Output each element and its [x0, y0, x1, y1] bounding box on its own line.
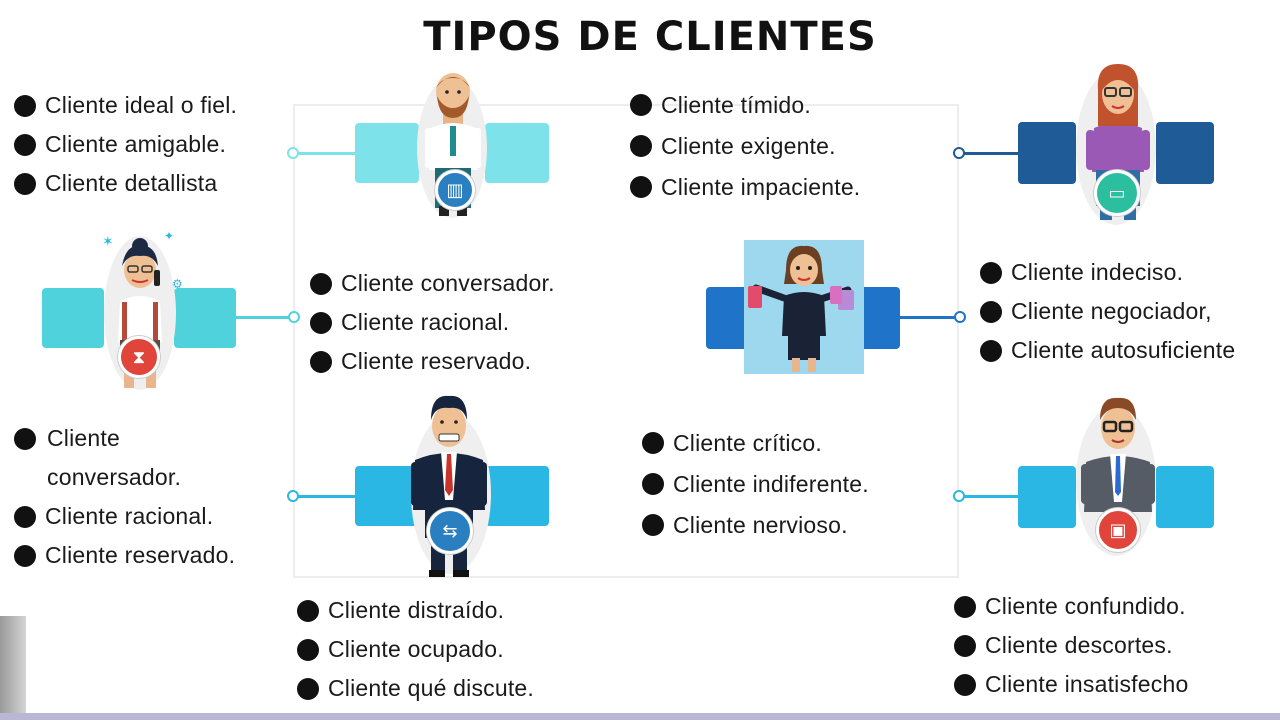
chart-icon: ▥ — [435, 170, 475, 210]
card-phone-customer: ✶ ✦ ⚙ ⧗ — [38, 218, 302, 398]
list-item: Cliente conversador. — [310, 264, 555, 303]
list-item: Cliente amigable. — [14, 125, 237, 164]
list-item: Cliente descortes. — [954, 626, 1188, 665]
list-item: Cliente reservado. — [14, 536, 284, 575]
list-item: Cliente impaciente. — [630, 167, 860, 208]
monitor-icon: ▭ — [1094, 170, 1140, 216]
card-bearded-customer: ▥ — [285, 70, 555, 220]
connector-dot — [287, 490, 299, 502]
card-glasses-man-customer: ▣ — [950, 392, 1220, 557]
list-center-left: Cliente conversador. Cliente racional. C… — [310, 264, 555, 381]
card-block-right — [485, 123, 549, 183]
svg-text:✶: ✶ — [102, 233, 114, 249]
shopper-photo — [744, 240, 864, 374]
list-item: Cliente nervioso. — [642, 505, 869, 546]
list-item: Cliente negociador, — [980, 292, 1235, 331]
card-suit-customer: ⇆ — [285, 390, 555, 580]
card-shopper-customer — [704, 240, 974, 376]
card-block-left — [1018, 122, 1076, 184]
connector-line — [900, 316, 958, 319]
page-title: TIPOS DE CLIENTES — [423, 14, 877, 60]
list-item: Cliente crítico. — [642, 423, 869, 464]
connector-line — [962, 152, 1022, 155]
list-item-label: Cliente conversador. — [47, 425, 182, 490]
woman-shopping-avatar — [748, 245, 854, 372]
list-item: Cliente racional. — [310, 303, 555, 342]
connector-dot — [954, 311, 966, 323]
svg-text:⚙: ⚙ — [172, 277, 183, 291]
list-item: Cliente indeciso. — [980, 253, 1235, 292]
connector-line — [962, 495, 1022, 498]
card-block-right — [1156, 122, 1214, 184]
connector-line — [295, 152, 357, 155]
card-block-left — [355, 466, 419, 526]
list-item: Cliente conversador. — [14, 419, 224, 497]
connector-line — [234, 316, 292, 319]
list-item: Cliente indiferente. — [642, 464, 869, 505]
screen-edge-bottom — [0, 713, 1280, 720]
list-top-center-right: Cliente tímido. Cliente exigente. Client… — [630, 85, 860, 208]
list-item: Cliente distraído. — [297, 591, 534, 630]
list-item: Cliente racional. — [14, 497, 284, 536]
list-item: Cliente autosuficiente — [980, 331, 1235, 370]
list-top-left: Cliente ideal o fiel. Cliente amigable. … — [14, 86, 237, 203]
diagram-frame — [293, 104, 959, 578]
list-bottom-left: Cliente conversador. Cliente racional. C… — [14, 419, 284, 575]
connector-dot — [953, 147, 965, 159]
list-item: Cliente insatisfecho — [954, 665, 1188, 704]
connector-dot — [288, 311, 300, 323]
list-item: Cliente detallista — [14, 164, 237, 203]
list-bottom-right: Cliente confundido. Cliente descortes. C… — [954, 587, 1188, 704]
connector-dot — [953, 490, 965, 502]
list-item: Cliente confundido. — [954, 587, 1188, 626]
list-item: Cliente ocupado. — [297, 630, 534, 669]
bullet-dot — [14, 428, 36, 450]
card-block-left — [1018, 466, 1076, 528]
list-bottom-center-left: Cliente distraído. Cliente ocupado. Clie… — [297, 591, 534, 708]
card-block-left — [42, 288, 104, 348]
card-block-right — [1156, 466, 1214, 528]
list-item-first-line: Cliente conversador. — [14, 419, 224, 497]
man-glasses-avatar — [1081, 397, 1155, 512]
list-item: Cliente tímido. — [630, 85, 860, 126]
signpost-icon: ⇆ — [427, 508, 473, 554]
svg-text:✦: ✦ — [164, 229, 174, 243]
list-item: Cliente qué discute. — [297, 669, 534, 708]
card-block-right — [485, 466, 549, 526]
hourglass-icon: ⧗ — [118, 336, 160, 378]
card-glasses-woman-customer: ▭ — [950, 60, 1220, 225]
list-bottom-center-right: Cliente crítico. Cliente indiferente. Cl… — [642, 423, 869, 546]
list-center-right: Cliente indeciso. Cliente negociador, Cl… — [980, 253, 1235, 370]
connector-line — [295, 495, 357, 498]
card-block-right — [174, 288, 236, 348]
list-item: Cliente reservado. — [310, 342, 555, 381]
screen-edge-left — [0, 616, 26, 720]
briefcase-icon: ▣ — [1096, 508, 1140, 552]
list-item: Cliente ideal o fiel. — [14, 86, 237, 125]
card-block-left — [355, 123, 419, 183]
woman-phone-avatar: ✶ ✦ ⚙ — [102, 229, 183, 388]
list-item: Cliente exigente. — [630, 126, 860, 167]
connector-dot — [287, 147, 299, 159]
